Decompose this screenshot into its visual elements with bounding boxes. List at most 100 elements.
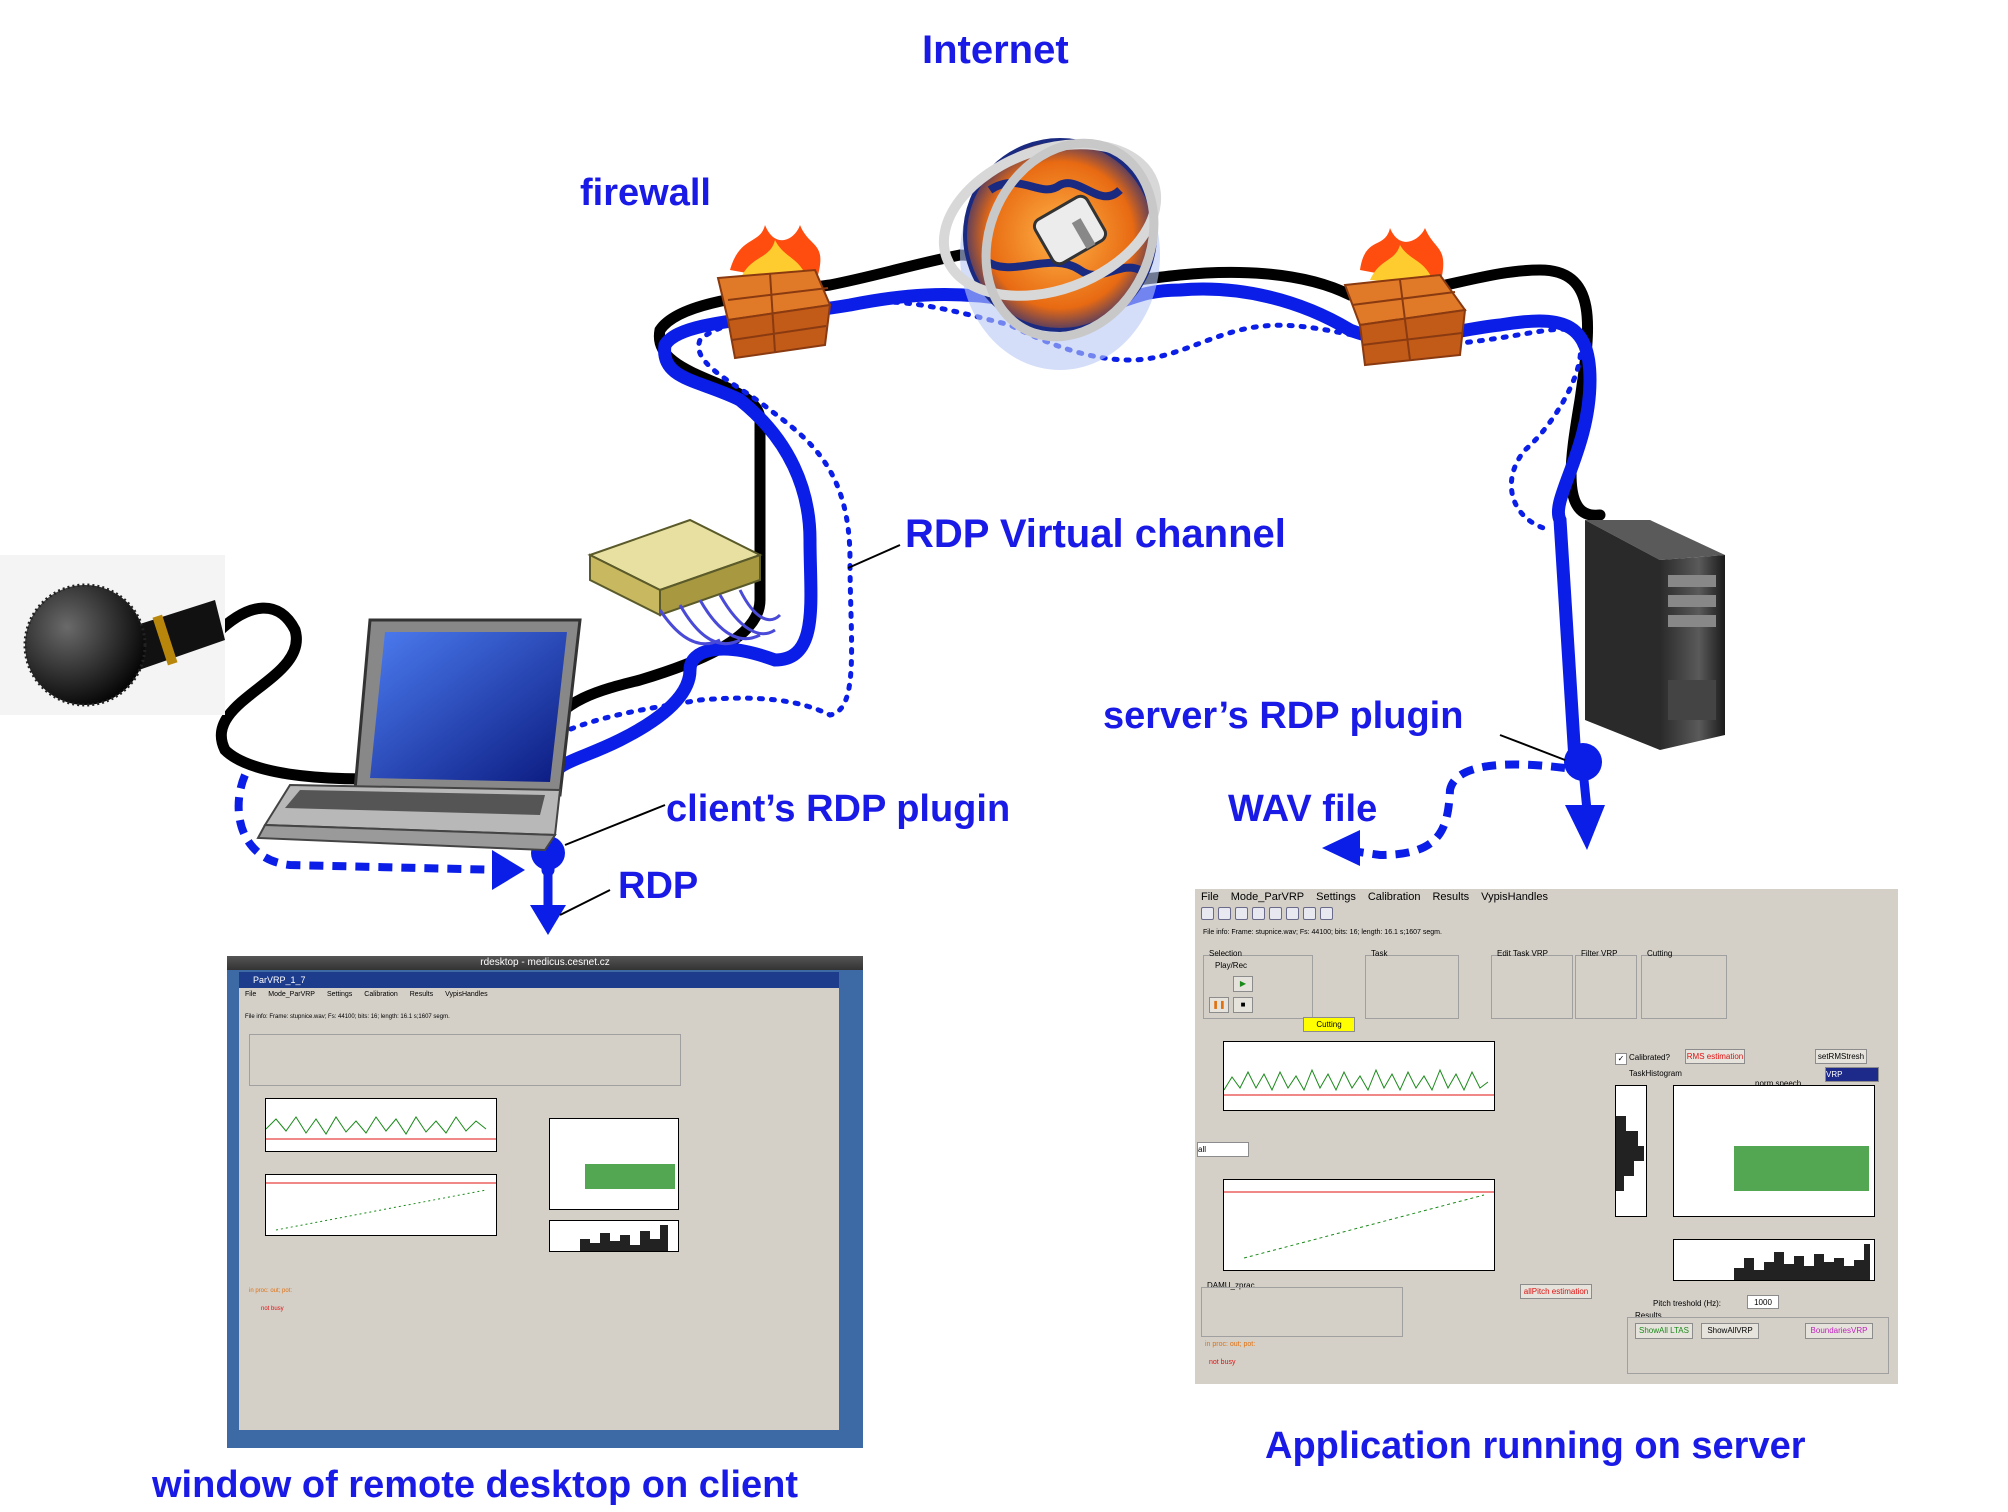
server-plugin-node [1564,743,1602,781]
show-all-ltas-button[interactable]: ShowAll LTAS [1635,1323,1693,1339]
menu-file[interactable]: File [245,990,257,998]
client-status-2: not busy [261,1306,284,1312]
menu-vypis[interactable]: VypisHandles [445,990,488,998]
edit-task-panel [1491,955,1573,1019]
waveform-plot [1223,1041,1495,1111]
menu-mode[interactable]: Mode_ParVRP [1230,891,1305,903]
pitch-treshold-field[interactable]: 1000 [1747,1295,1779,1309]
network-hub-icon [587,518,782,646]
servers-plugin-label: server’s RDP plugin [1103,695,1464,737]
client-waveform-plot [265,1098,497,1152]
rdp-label: RDP [618,865,699,907]
client-app-frame: ParVRP_1_7 File Mode_ParVRP Settings Cal… [239,972,839,1430]
calibrated-checkbox[interactable]: ✓ [1615,1053,1627,1065]
client-pitch-plot [265,1174,497,1236]
results-panel [1627,1317,1889,1374]
client-remote-window: rdesktop - medicus.cesnet.cz ParVRP_1_7 … [227,956,863,1448]
client-window-titlebar: rdesktop - medicus.cesnet.cz [227,956,863,970]
wav-arrow-head [1322,830,1360,866]
select-icon[interactable] [1286,906,1299,920]
server-app-window: File Mode_ParVRP Settings Calibration Re… [1195,889,1898,1384]
rdp-virtual-channel-line [541,282,1597,877]
server-tower-icon [1585,520,1725,750]
zoom-out-icon[interactable] [1218,906,1231,920]
server-status-1: in proc: out; pot: [1205,1341,1256,1348]
wav-dashed-arrow [1344,760,1566,860]
client-menubar: File Mode_ParVRP Settings Calibration Re… [239,988,839,1000]
grid-icon[interactable] [1303,906,1316,920]
play-button[interactable]: ▶ [1233,976,1253,992]
results-label: Results [1635,1311,1662,1320]
edit-task-label: Edit Task VRP [1497,949,1548,958]
client-status-1: in proc: out; pot: [249,1288,293,1294]
dotted-channel-line [517,299,1584,763]
cutting-button[interactable]: Cutting [1303,1017,1355,1032]
damu-panel [1201,1287,1403,1337]
all-pitch-button[interactable]: allPitch estimation [1520,1284,1592,1299]
audio-arrow-head [492,850,525,890]
internet-globe-icon [938,138,1162,370]
menu-calibration[interactable]: Calibration [1367,891,1421,903]
selection-panel [1203,955,1313,1019]
show-all-vrp-button[interactable]: ShowAllVRP [1701,1323,1759,1339]
server-arrow-head [1565,805,1605,850]
pause-button[interactable]: ❚❚ [1209,997,1229,1013]
set-rms-button[interactable]: setRMStresh [1815,1049,1867,1064]
filter-label: Filter VRP [1581,949,1618,958]
boundaries-vrp-button[interactable]: BoundariesVRP [1805,1323,1873,1339]
client-vrp-plot [549,1118,679,1210]
filter-panel [1575,955,1637,1019]
menu-results[interactable]: Results [409,990,434,998]
microphone-icon [0,555,225,715]
playrec-label: Play/Rec [1215,961,1248,970]
pitch-plot [1223,1179,1495,1271]
client-control-panel [249,1034,681,1086]
leader-virtual [847,544,901,569]
client-app-title: ParVRP_1_7 [239,972,839,988]
microphone-cable [209,602,446,785]
vrp-dropdown[interactable]: VRP [1825,1067,1879,1082]
norm-speech-label: norm.speech [1755,1079,1802,1088]
data-cursor-icon[interactable] [1269,906,1282,920]
rotate-icon[interactable] [1252,906,1265,920]
vrp-scatter-plot [1673,1085,1875,1217]
rms-histogram-plot [1673,1239,1875,1281]
rms-estimation-button[interactable]: RMS estimation [1685,1049,1745,1064]
task-histogram-label: TaskHistogram [1629,1069,1682,1078]
damu-label: DAMU_zprac [1207,1281,1255,1290]
all-dropdown[interactable]: all [1197,1142,1249,1157]
task-label: Task [1371,949,1388,958]
client-histogram-plot [549,1220,679,1252]
client-file-info: File info: Frame: stupnice.wav; Fs: 4410… [245,1014,450,1020]
leader-server [1499,734,1566,761]
firewall-label: firewall [580,172,711,214]
zoom-in-icon[interactable] [1201,906,1214,920]
firewall-right-icon [1343,228,1467,367]
clients-plugin-label: client’s RDP plugin [666,788,1011,830]
incidence-plot [1615,1085,1647,1217]
server-status-2: not busy [1209,1359,1236,1366]
leader-rdp [559,889,611,916]
server-file-info: File info: Frame: stupnice.wav; Fs: 4410… [1203,929,1442,936]
menu-results[interactable]: Results [1432,891,1470,903]
task-panel [1365,955,1459,1019]
cutting-panel [1641,955,1727,1019]
laptop-icon [256,618,582,852]
wav-file-label: WAV file [1228,788,1378,830]
menu-settings[interactable]: Settings [1316,891,1356,903]
internet-label: Internet [922,28,1069,72]
leader-client [564,804,666,846]
menu-file[interactable]: File [1201,891,1219,903]
calibrated-label: Calibrated? [1629,1053,1670,1062]
menu-mode[interactable]: Mode_ParVRP [268,990,315,998]
menu-calibration[interactable]: Calibration [364,990,398,998]
stop-button[interactable]: ■ [1233,997,1253,1013]
selection-label: Selection [1209,949,1242,958]
rdp-arrow-head [530,905,566,935]
window-icon[interactable] [1320,906,1333,920]
menu-vypis[interactable]: VypisHandles [1481,891,1548,903]
pan-icon[interactable] [1235,906,1248,920]
pitch-treshold-label: Pitch treshold (Hz): [1653,1299,1722,1308]
menu-settings[interactable]: Settings [326,990,353,998]
